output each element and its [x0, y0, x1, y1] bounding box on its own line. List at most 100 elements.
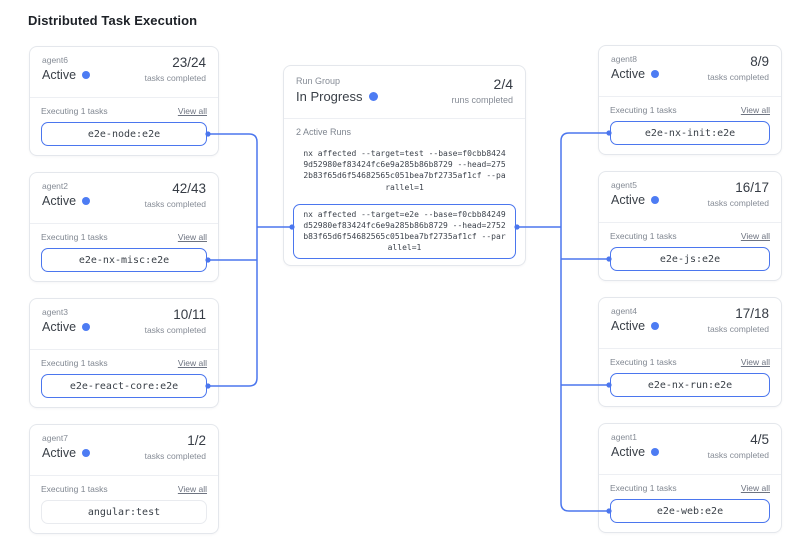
agent-status: Active: [611, 67, 646, 81]
view-all-link[interactable]: View all: [177, 232, 207, 242]
tasks-caption: tasks completed: [144, 73, 206, 83]
run-group-card: Run Group In Progress 2/4 runs completed…: [283, 65, 526, 266]
agent-status: Active: [611, 319, 646, 333]
status-dot-icon: [369, 92, 379, 101]
task-chip[interactable]: e2e-nx-run:e2e: [610, 373, 770, 397]
tasks-fraction: 1/2: [187, 433, 206, 448]
run-group-status: In Progress: [296, 89, 363, 104]
task-chip[interactable]: e2e-nx-init:e2e: [610, 121, 770, 145]
view-all-link[interactable]: View all: [740, 231, 770, 241]
agent-card: agent4 Active 17/18 tasks completed Exec…: [598, 297, 782, 407]
agent-name: agent7: [42, 433, 68, 443]
task-chip[interactable]: e2e-js:e2e: [610, 247, 770, 271]
status-dot-icon: [82, 71, 91, 79]
agent-card: agent8 Active 8/9 tasks completed Execut…: [598, 45, 782, 155]
executing-label: Executing 1 tasks: [610, 105, 677, 115]
runs-fraction: 2/4: [493, 76, 513, 92]
agent-card-body: Executing 1 tasks View all e2e-nx-init:e…: [599, 97, 781, 145]
agent-status: Active: [42, 68, 77, 82]
status-dot-icon: [651, 70, 660, 78]
page-title: Distributed Task Execution: [28, 13, 198, 28]
agent-name: agent5: [611, 180, 637, 190]
executing-label: Executing 1 tasks: [41, 358, 108, 368]
view-all-link[interactable]: View all: [740, 483, 770, 493]
status-dot-icon: [82, 197, 91, 205]
tasks-caption: tasks completed: [144, 451, 206, 461]
tasks-caption: tasks completed: [707, 72, 769, 82]
executing-label: Executing 1 tasks: [610, 483, 677, 493]
view-all-link[interactable]: View all: [177, 106, 207, 116]
run-group-label: Run Group: [296, 76, 341, 86]
agent-name: agent6: [42, 55, 68, 65]
task-chip[interactable]: e2e-web:e2e: [610, 499, 770, 523]
agent-status: Active: [611, 445, 646, 459]
executing-label: Executing 1 tasks: [610, 357, 677, 367]
agent-card: agent5 Active 16/17 tasks completed Exec…: [598, 171, 782, 281]
tasks-fraction: 4/5: [750, 432, 769, 447]
tasks-caption: tasks completed: [707, 450, 769, 460]
agent-column-left: agent6 Active 23/24 tasks completed Exec…: [29, 46, 219, 534]
view-all-link[interactable]: View all: [740, 357, 770, 367]
executing-label: Executing 1 tasks: [41, 232, 108, 242]
view-all-link[interactable]: View all: [177, 358, 207, 368]
executing-label: Executing 1 tasks: [610, 231, 677, 241]
tasks-fraction: 10/11: [173, 307, 206, 322]
agent-name: agent4: [611, 306, 637, 316]
tasks-fraction: 23/24: [172, 55, 206, 70]
status-dot-icon: [82, 449, 91, 457]
agent-card-header: agent3 Active 10/11 tasks completed: [30, 299, 218, 350]
tasks-fraction: 42/43: [172, 181, 206, 196]
agent-name: agent3: [42, 307, 68, 317]
status-dot-icon: [82, 323, 91, 331]
executing-label: Executing 1 tasks: [41, 484, 108, 494]
executing-label: Executing 1 tasks: [41, 106, 108, 116]
task-chip[interactable]: e2e-node:e2e: [41, 122, 207, 146]
status-dot-icon: [651, 448, 660, 456]
tasks-fraction: 8/9: [750, 54, 769, 69]
runs-caption: runs completed: [451, 95, 513, 105]
active-runs-label: 2 Active Runs: [296, 127, 352, 137]
agent-card-header: agent5 Active 16/17 tasks completed: [599, 172, 781, 223]
agent-name: agent2: [42, 181, 68, 191]
run-group-header: Run Group In Progress 2/4 runs completed: [284, 66, 525, 119]
agent-name: agent8: [611, 54, 637, 64]
agent-card-header: agent4 Active 17/18 tasks completed: [599, 298, 781, 349]
task-chip[interactable]: angular:test: [41, 500, 207, 524]
tasks-caption: tasks completed: [707, 198, 769, 208]
view-all-link[interactable]: View all: [177, 484, 207, 494]
command-list: 2 Active Runs nx affected --target=test …: [284, 119, 525, 259]
agent-card: agent1 Active 4/5 tasks completed Execut…: [598, 423, 782, 533]
agent-card-header: agent6 Active 23/24 tasks completed: [30, 47, 218, 98]
tasks-fraction: 16/17: [735, 180, 769, 195]
task-chip[interactable]: e2e-nx-misc:e2e: [41, 248, 207, 272]
task-chip[interactable]: e2e-react-core:e2e: [41, 374, 207, 398]
command-block: nx affected --target=test --base=f0cbb84…: [303, 149, 506, 192]
tasks-caption: tasks completed: [707, 324, 769, 334]
tasks-fraction: 17/18: [735, 306, 769, 321]
status-dot-icon: [651, 196, 660, 204]
agent-card-body: Executing 1 tasks View all e2e-node:e2e: [30, 98, 218, 146]
agent-card-body: Executing 1 tasks View all e2e-nx-misc:e…: [30, 224, 218, 272]
agent-card-header: agent8 Active 8/9 tasks completed: [599, 46, 781, 97]
agent-status: Active: [42, 446, 77, 460]
agent-card: agent7 Active 1/2 tasks completed Execut…: [29, 424, 219, 534]
command-block-highlighted: nx affected --target=e2e --base=f0cbb842…: [293, 203, 516, 259]
agent-card-body: Executing 1 tasks View all e2e-js:e2e: [599, 223, 781, 271]
view-all-link[interactable]: View all: [740, 105, 770, 115]
status-dot-icon: [651, 322, 660, 330]
agent-card-header: agent7 Active 1/2 tasks completed: [30, 425, 218, 476]
agent-card-body: Executing 1 tasks View all e2e-nx-run:e2…: [599, 349, 781, 397]
agent-status: Active: [42, 320, 77, 334]
agent-card-body: Executing 1 tasks View all e2e-react-cor…: [30, 350, 218, 398]
agent-card: agent6 Active 23/24 tasks completed Exec…: [29, 46, 219, 156]
agent-card-body: Executing 1 tasks View all angular:test: [30, 476, 218, 524]
agent-card: agent3 Active 10/11 tasks completed Exec…: [29, 298, 219, 408]
agent-status: Active: [611, 193, 646, 207]
agent-card-header: agent1 Active 4/5 tasks completed: [599, 424, 781, 475]
agent-card-header: agent2 Active 42/43 tasks completed: [30, 173, 218, 224]
tasks-caption: tasks completed: [144, 199, 206, 209]
agent-column-right: agent8 Active 8/9 tasks completed Execut…: [598, 45, 782, 533]
agent-card: agent2 Active 42/43 tasks completed Exec…: [29, 172, 219, 282]
agent-name: agent1: [611, 432, 637, 442]
tasks-caption: tasks completed: [144, 325, 206, 335]
